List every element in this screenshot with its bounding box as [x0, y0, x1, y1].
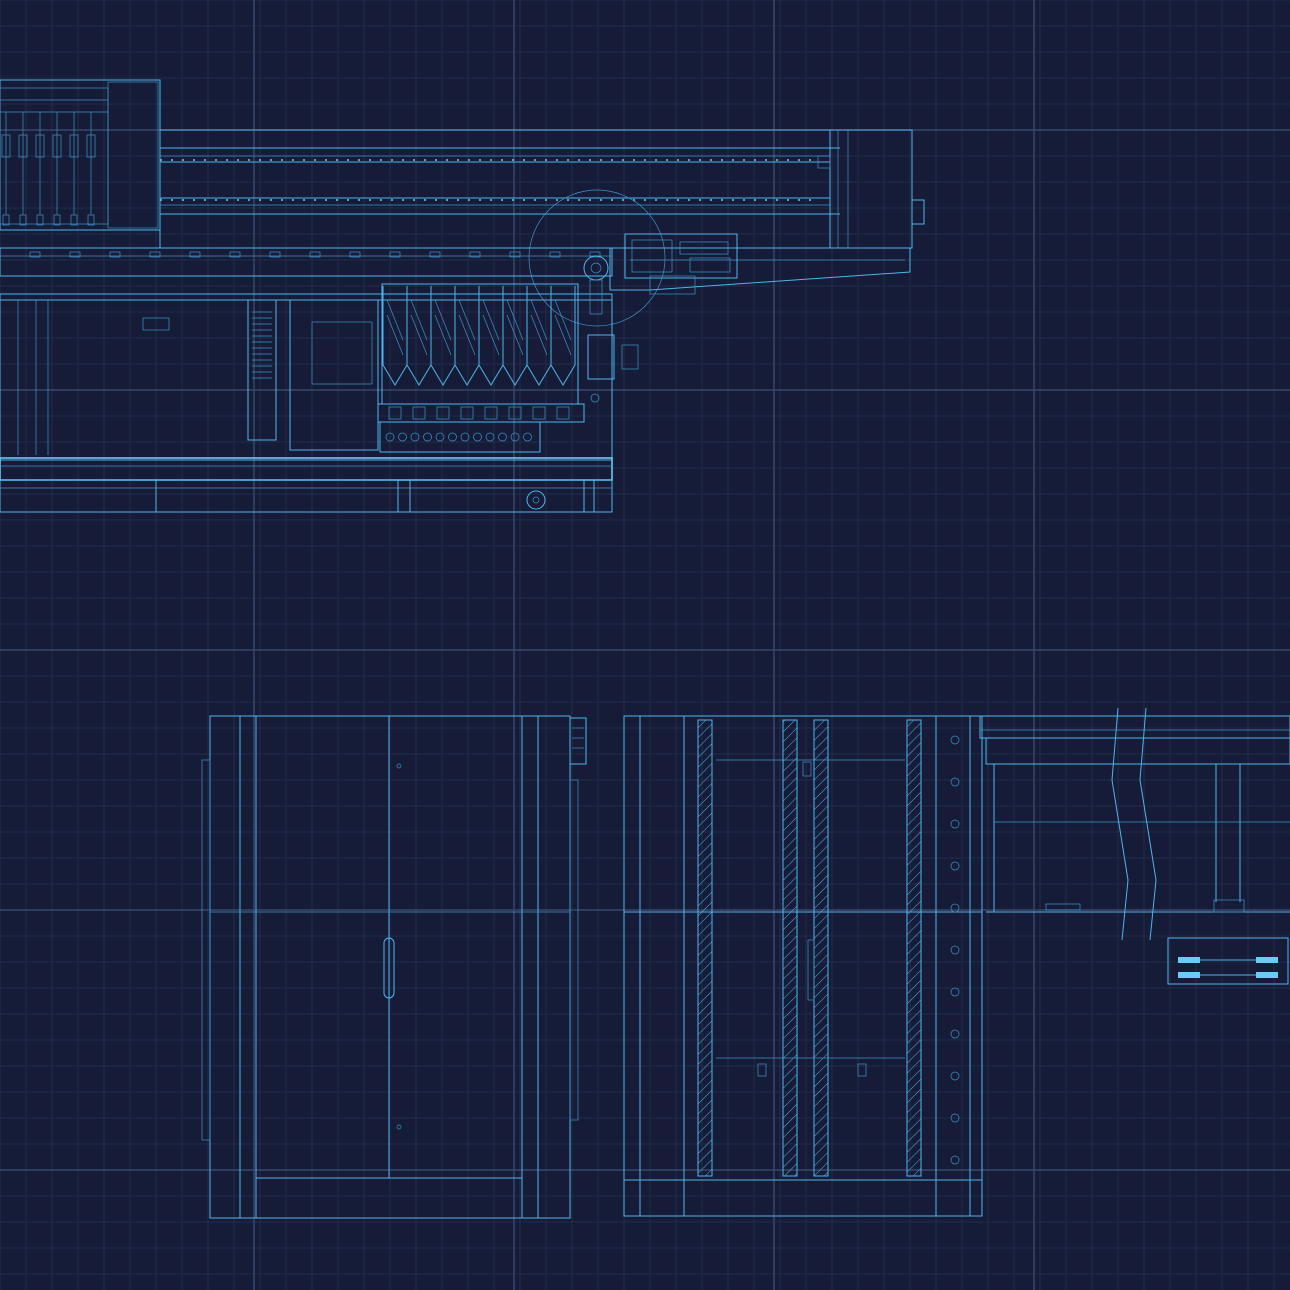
side-elevation-view: [0, 79, 925, 513]
drive-unit: [528, 189, 738, 327]
end-elevation-closed-view: [201, 715, 587, 1219]
gantry-detail-view: [979, 707, 1290, 985]
end-elevation-open-view: [623, 715, 983, 1217]
gantry-beam: [159, 129, 925, 291]
machine-base: [0, 247, 613, 513]
ink-tank-bank: [377, 255, 639, 453]
print-carriage: [0, 79, 161, 231]
